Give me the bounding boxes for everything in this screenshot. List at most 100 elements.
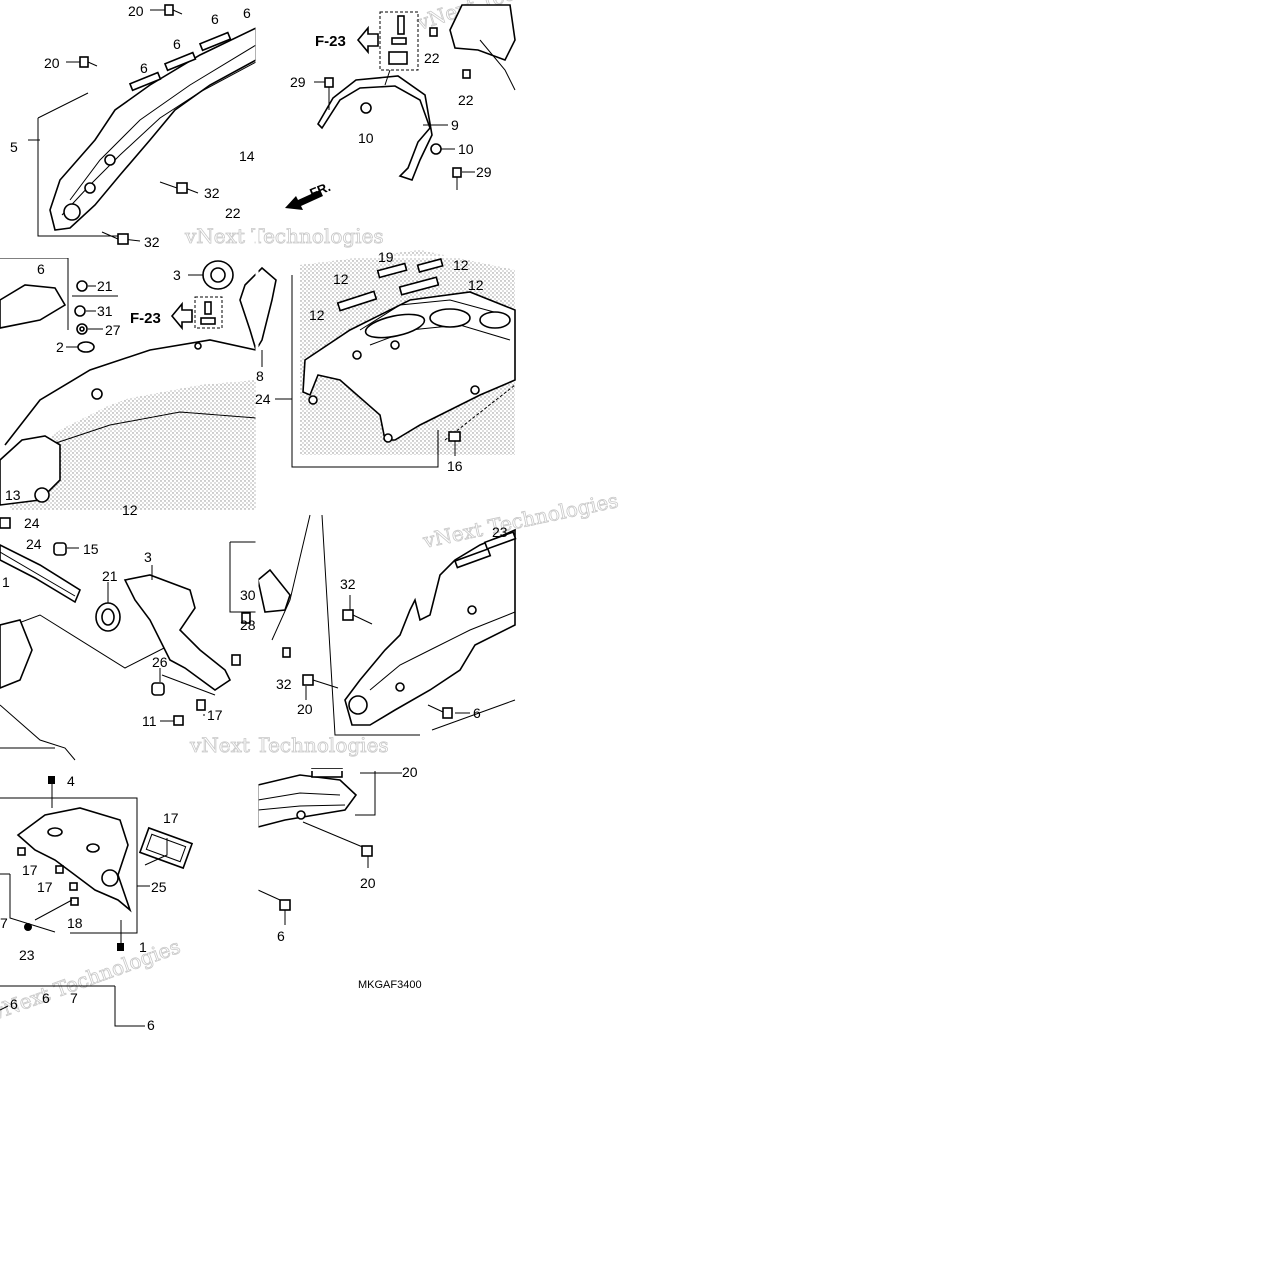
callout-number: 29 — [476, 164, 492, 180]
callout-number: 10 — [358, 130, 374, 146]
reference-label: F-23 — [315, 33, 346, 50]
bolt-icon — [452, 167, 462, 190]
callout-number: 28 — [240, 617, 256, 633]
callout-number: 5 — [10, 139, 18, 155]
bolt-icon — [302, 674, 339, 689]
callout-number: 22 — [424, 50, 440, 66]
callout-number: 14 — [239, 148, 255, 164]
callout-number: 20 — [402, 764, 418, 780]
bolt-icon — [76, 280, 88, 292]
callout-number: 23 — [19, 947, 35, 963]
callout-number: 31 — [97, 303, 113, 319]
callout-number: 20 — [128, 3, 144, 19]
callout-number: 6 — [37, 261, 45, 277]
bolt-icon — [164, 4, 183, 16]
direction-label: FR. — [308, 179, 333, 201]
bolt-icon — [79, 56, 98, 68]
callout-number: 12 — [309, 307, 325, 323]
washer-icon — [76, 323, 88, 335]
bolt-icon — [342, 609, 373, 625]
grommet-icon — [17, 847, 26, 856]
callout-number: 1 — [139, 939, 147, 955]
callout-number: 20 — [44, 55, 60, 71]
panel-rear-fender — [0, 257, 277, 529]
pivot-hole — [63, 203, 81, 221]
callout-number: 9 — [451, 117, 459, 133]
reference-label: F-23 — [130, 310, 161, 327]
callout-number: 21 — [97, 278, 113, 294]
callout-number: 20 — [360, 875, 376, 891]
watermark-text: vNext Technologies — [420, 488, 620, 553]
callout-number: 17 — [37, 879, 53, 895]
panel-fender-garnish — [275, 250, 516, 468]
bolt-icon — [74, 305, 86, 317]
callout-number: 6 — [211, 11, 219, 27]
bolt-icon — [282, 647, 291, 658]
seat-bracket-part — [317, 75, 433, 181]
callout-number: 32 — [204, 185, 220, 201]
callout-number: 6 — [140, 60, 148, 76]
watermark-text: vNext Technologies — [184, 224, 384, 248]
bolt-icon — [231, 654, 241, 666]
bolt-icon — [48, 776, 55, 784]
callout-number: 6 — [42, 990, 50, 1006]
callout-number: 16 — [447, 458, 463, 474]
callout-number: 25 — [151, 879, 167, 895]
reference-arrow-icon — [170, 301, 193, 331]
callout-number: 3 — [173, 267, 181, 283]
panel-fender-trim — [257, 768, 402, 925]
callout-number: 19 — [378, 249, 394, 265]
callout-number: 29 — [290, 74, 306, 90]
grommet-icon — [77, 341, 95, 353]
license-bracket-part — [123, 574, 232, 691]
bolt-icon — [241, 612, 251, 624]
license-plate-icon — [138, 826, 194, 870]
callout-number: 1 — [2, 574, 10, 590]
callout-number: 15 — [83, 541, 99, 557]
callout-number: 3 — [144, 549, 152, 565]
panel-side-bracket — [28, 4, 257, 245]
callout-number: 6 — [243, 5, 251, 21]
rear-fender-part — [4, 339, 257, 446]
pivot-hole — [348, 695, 368, 715]
callout-number: 22 — [225, 205, 241, 221]
bolt-icon — [117, 943, 124, 951]
tile-borders — [0, 0, 515, 1030]
callout-number: 26 — [152, 654, 168, 670]
panel-side-cover — [302, 514, 517, 736]
diagram-code: MKGAF3400 — [358, 979, 422, 991]
callout-number: 12 — [453, 257, 469, 273]
callout-number: 7 — [0, 915, 8, 931]
callout-number: 23 — [492, 524, 508, 540]
bolt-icon — [196, 699, 206, 711]
panel-seat-bracket — [285, 4, 516, 210]
bolt-icon — [361, 845, 373, 857]
rubber-mount-icon — [202, 260, 234, 290]
callout-number: 2 — [56, 339, 64, 355]
callout-number: 24 — [26, 536, 42, 552]
bolt-icon — [462, 69, 471, 79]
callout-number: 32 — [276, 676, 292, 692]
callout-number: 27 — [105, 322, 121, 338]
callout-number: 4 — [67, 773, 75, 789]
bolt-icon — [324, 77, 334, 110]
grommet-icon — [53, 542, 67, 556]
clip-icon — [448, 431, 461, 442]
callout-number: 10 — [458, 141, 474, 157]
callout-number: 12 — [468, 277, 484, 293]
nut-icon — [0, 517, 11, 529]
side-cover-part — [344, 528, 516, 726]
panel-license-bracket — [0, 514, 311, 761]
callout-number: 12 — [122, 502, 138, 518]
callout-number: 22 — [458, 92, 474, 108]
callout-number: 30 — [240, 587, 256, 603]
callout-number: 24 — [24, 515, 40, 531]
callout-number: 18 — [67, 915, 83, 931]
callout-number: 20 — [297, 701, 313, 717]
callout-number: 17 — [207, 707, 223, 723]
reference-arrow-icon — [356, 25, 379, 55]
bolt-icon — [279, 899, 291, 911]
callout-number: 6 — [173, 36, 181, 52]
callout-number: 8 — [256, 368, 264, 384]
